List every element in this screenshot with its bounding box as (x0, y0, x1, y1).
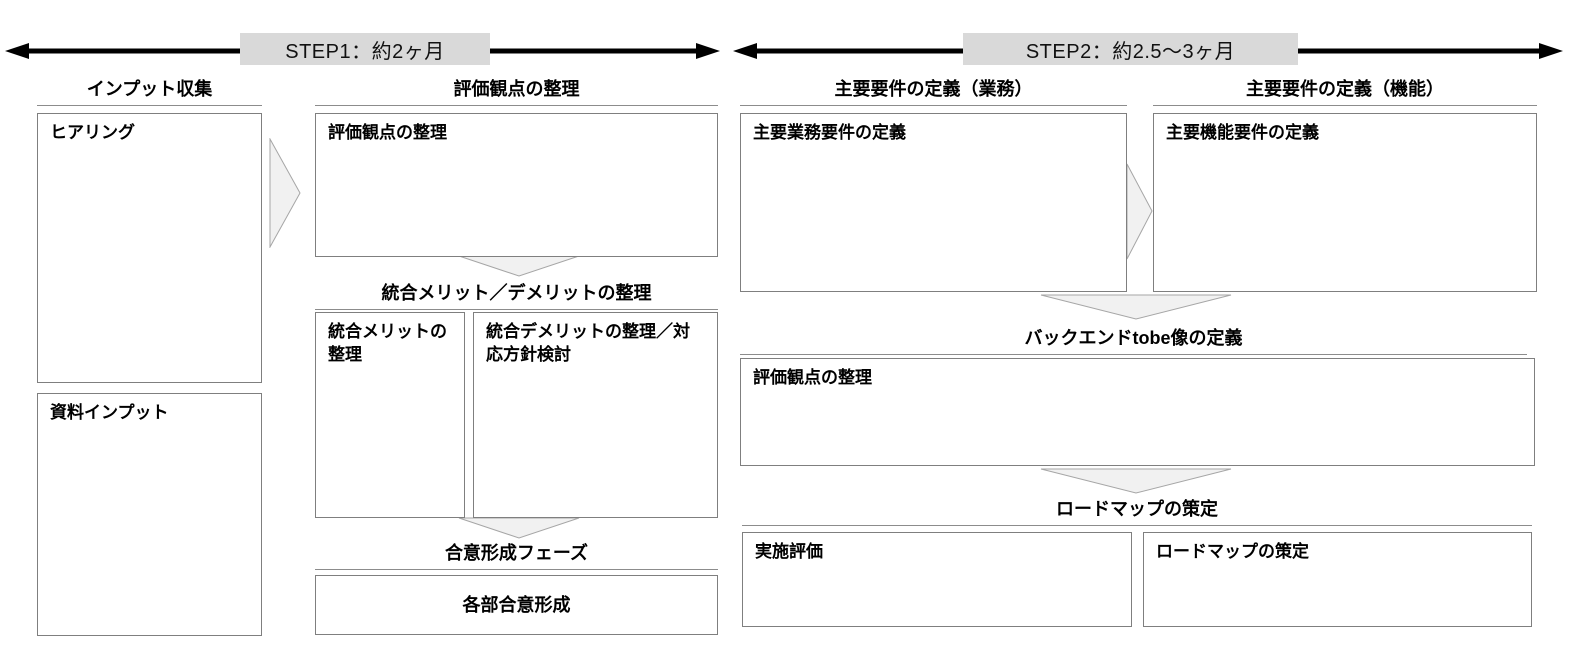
header-evaluation: 評価観点の整理 (315, 76, 718, 106)
box-hearing: ヒアリング (37, 113, 262, 383)
header-roadmap: ロードマップの策定 (742, 496, 1532, 526)
header-input-collection: インプット収集 (37, 76, 262, 106)
box-eval-points: 評価観点の整理 (315, 113, 718, 257)
header-backend-tobe: バックエンドtobe像の定義 (740, 325, 1527, 355)
header-consensus-phase: 合意形成フェーズ (315, 540, 718, 570)
flow-triangle-down-icon (458, 255, 580, 277)
box-biz-req: 主要業務要件の定義 (740, 113, 1127, 292)
box-merit: 統合メリットの整理 (315, 312, 465, 518)
box-impl-eval: 実施評価 (742, 532, 1132, 627)
header-main-req-biz: 主要要件の定義（業務） (740, 76, 1127, 106)
box-docs-input: 資料インプット (37, 393, 262, 636)
box-backend-eval: 評価観点の整理 (740, 358, 1535, 466)
box-consensus: 各部合意形成 (315, 575, 718, 635)
box-roadmap-dev: ロードマップの策定 (1143, 532, 1532, 627)
box-demerit: 統合デメリットの整理／対応方針検討 (473, 312, 718, 518)
flow-triangle-down-icon (1040, 294, 1232, 320)
step2-label: STEP2：約2.5～3ヶ月 (963, 33, 1298, 65)
step1-label: STEP1：約2ヶ月 (240, 33, 490, 65)
header-main-req-func: 主要要件の定義（機能） (1153, 76, 1537, 106)
flow-triangle-right-icon (269, 138, 301, 248)
header-merged-merit-demerit: 統合メリット／デメリットの整理 (315, 280, 718, 310)
flow-triangle-right-icon (1126, 163, 1153, 260)
flow-triangle-down-icon (1040, 468, 1232, 494)
flow-triangle-down-icon (458, 517, 580, 539)
box-func-req: 主要機能要件の定義 (1153, 113, 1537, 292)
